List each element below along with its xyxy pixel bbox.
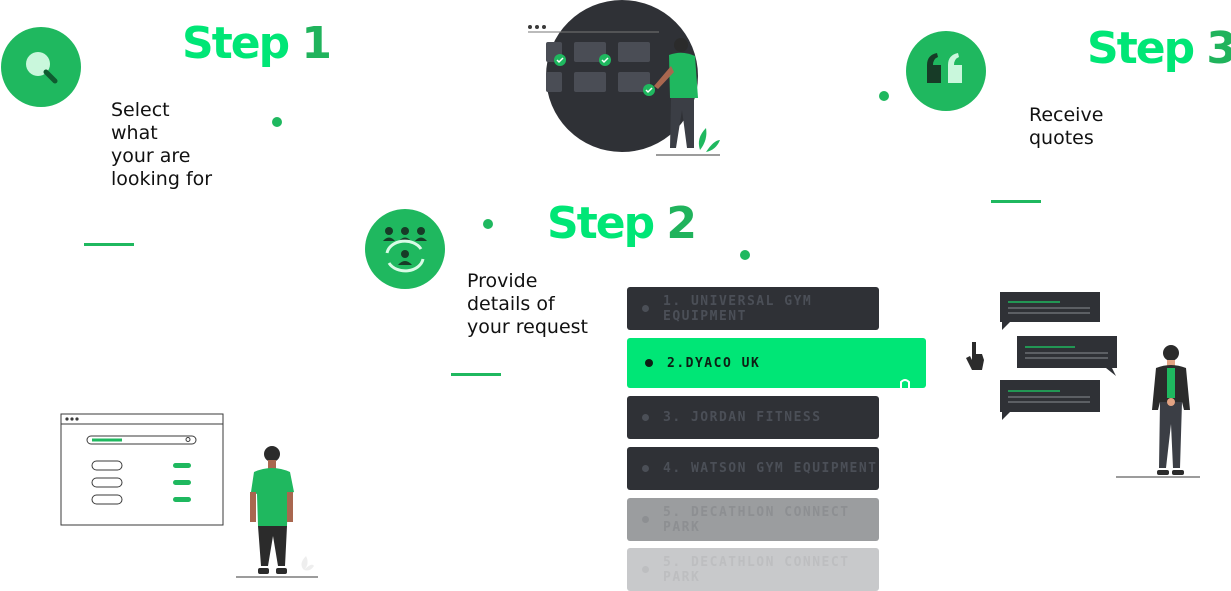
bullet-icon bbox=[642, 566, 649, 573]
supplier-item-2-selected[interactable]: 2.DYACO UK bbox=[627, 338, 926, 388]
supplier-item-label: 4. WATSON GYM EQUIPMENT bbox=[663, 461, 878, 476]
person-illustration-1 bbox=[236, 446, 318, 578]
supplier-item-6[interactable]: 5. DECATHLON CONNECT PARK bbox=[627, 548, 879, 591]
decor-dash bbox=[451, 373, 501, 376]
step-3-word: Step bbox=[1087, 23, 1195, 74]
decor-dot bbox=[740, 250, 750, 260]
bullet-icon bbox=[642, 305, 649, 312]
supplier-item-1[interactable]: 1. UNIVERSAL GYM EQUIPMENT bbox=[627, 287, 879, 330]
decor-dot bbox=[879, 91, 889, 101]
supplier-item-label: 3. JORDAN FITNESS bbox=[663, 410, 822, 425]
supplier-item-5[interactable]: 5. DECATHLON CONNECT PARK bbox=[627, 498, 879, 541]
bullet-icon bbox=[642, 414, 649, 421]
step-2-title: Step 2 bbox=[547, 202, 697, 246]
supplier-item-label: 1. UNIVERSAL GYM EQUIPMENT bbox=[663, 293, 813, 324]
browser-search-illustration bbox=[60, 413, 224, 526]
step-1-title: Step 1 bbox=[182, 22, 332, 66]
quotes-chat-illustration bbox=[966, 292, 1200, 478]
step-3-title: Step 3 bbox=[1087, 27, 1231, 71]
step-2-description: Provide details of your request bbox=[467, 270, 588, 338]
step-1-number: 1 bbox=[301, 18, 332, 69]
step-2-number: 2 bbox=[666, 198, 697, 249]
step-3-description: Receive quotes bbox=[1029, 104, 1104, 149]
bullet-icon bbox=[645, 359, 653, 367]
step-1-description: Select what your are looking for bbox=[111, 99, 213, 190]
supplier-item-3[interactable]: 3. JORDAN FITNESS bbox=[627, 396, 879, 439]
decor-dot bbox=[272, 117, 282, 127]
step-2-icon-badge bbox=[365, 209, 445, 289]
dashboard-circle-illustration bbox=[528, 0, 720, 156]
decor-dot bbox=[483, 219, 493, 229]
bullet-icon bbox=[642, 465, 649, 472]
supplier-item-4[interactable]: 4. WATSON GYM EQUIPMENT bbox=[627, 447, 879, 490]
decor-dash bbox=[84, 243, 134, 246]
search-icon bbox=[26, 52, 58, 84]
step-1-word: Step bbox=[182, 18, 290, 69]
supplier-item-label: 2.DYACO UK bbox=[667, 355, 761, 371]
decor-dash bbox=[991, 200, 1041, 203]
cursor-icon bbox=[900, 379, 910, 390]
step-1-icon-badge bbox=[1, 27, 81, 107]
step-3-icon-badge bbox=[906, 31, 986, 111]
bullet-icon bbox=[642, 516, 649, 523]
step-3-number: 3 bbox=[1206, 23, 1231, 74]
quote-icon bbox=[927, 53, 962, 83]
supplier-item-label: 5. DECATHLON CONNECT PARK bbox=[663, 554, 850, 585]
step-2-word: Step bbox=[547, 198, 655, 249]
supplier-item-label: 5. DECATHLON CONNECT PARK bbox=[663, 504, 850, 535]
group-refresh-icon bbox=[383, 227, 427, 273]
